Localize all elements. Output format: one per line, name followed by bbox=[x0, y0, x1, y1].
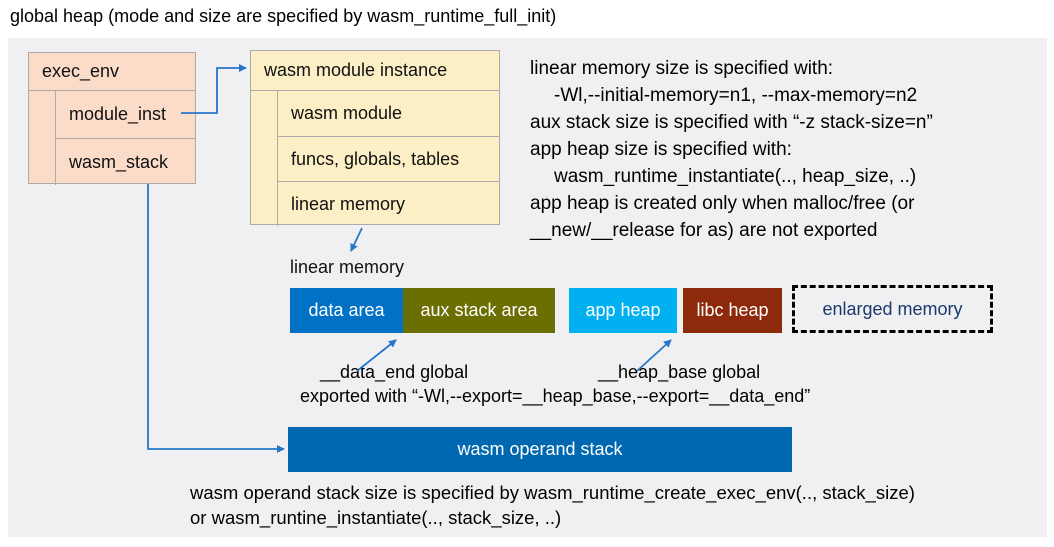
exec-env-header: exec_env bbox=[29, 53, 195, 91]
wasm-module-instance-box: wasm module instance wasm module funcs, … bbox=[250, 50, 500, 226]
segment-data-area: data area bbox=[290, 288, 403, 333]
diagram-title: global heap (mode and size are specified… bbox=[10, 6, 557, 26]
note-line: linear memory size is specified with: bbox=[530, 58, 834, 79]
segment-enlarged-memory: enlarged memory bbox=[792, 285, 993, 333]
note-line: or wasm_runtine_instantiate(.., stack_si… bbox=[190, 507, 562, 528]
exec-env-box: exec_env module_inst wasm_stack bbox=[28, 52, 196, 185]
exec-env-field-module-inst: module_inst bbox=[69, 104, 167, 124]
exec-env-fields: module_inst wasm_stack bbox=[55, 91, 195, 185]
note-line: app heap is created only when malloc/fre… bbox=[530, 193, 915, 214]
export-flags-label: exported with “-Wl,--export=__heap_base,… bbox=[300, 386, 811, 406]
note-line: __new/__release for as) are not exported bbox=[530, 220, 878, 241]
heap-base-global-label: __heap_base global bbox=[598, 362, 761, 382]
linear-memory-label: linear memory bbox=[290, 257, 405, 277]
segment-libc-heap: libc heap bbox=[683, 288, 782, 333]
wasm-module-instance-header: wasm module instance bbox=[251, 51, 499, 91]
note-line: wasm operand stack size is specified by … bbox=[190, 482, 915, 503]
note-line: wasm_runtime_instantiate(.., heap_size, … bbox=[554, 166, 917, 187]
note-line: aux stack size is specified with “-z sta… bbox=[530, 112, 933, 133]
memory-size-notes: linear memory size is specified with: -W… bbox=[530, 55, 933, 244]
wasm-module-instance-fields: wasm module funcs, globals, tables linea… bbox=[277, 91, 499, 226]
segment-app-heap: app heap bbox=[569, 288, 677, 333]
field-linear-memory: linear memory bbox=[278, 181, 499, 226]
note-line: app heap size is specified with: bbox=[530, 139, 792, 160]
note-line: -Wl,--initial-memory=n1, --max-memory=n2 bbox=[554, 85, 918, 106]
field-wasm-module: wasm module bbox=[291, 103, 403, 123]
segment-aux-stack-area: aux stack area bbox=[403, 288, 555, 333]
exec-env-field-wasm-stack: wasm_stack bbox=[56, 138, 195, 185]
operand-stack-notes: wasm operand stack size is specified by … bbox=[190, 480, 915, 530]
data-end-global-label: __data_end global bbox=[320, 362, 469, 382]
wasm-operand-stack-bar: wasm operand stack bbox=[288, 427, 792, 472]
field-funcs-globals-tables: funcs, globals, tables bbox=[278, 136, 499, 181]
